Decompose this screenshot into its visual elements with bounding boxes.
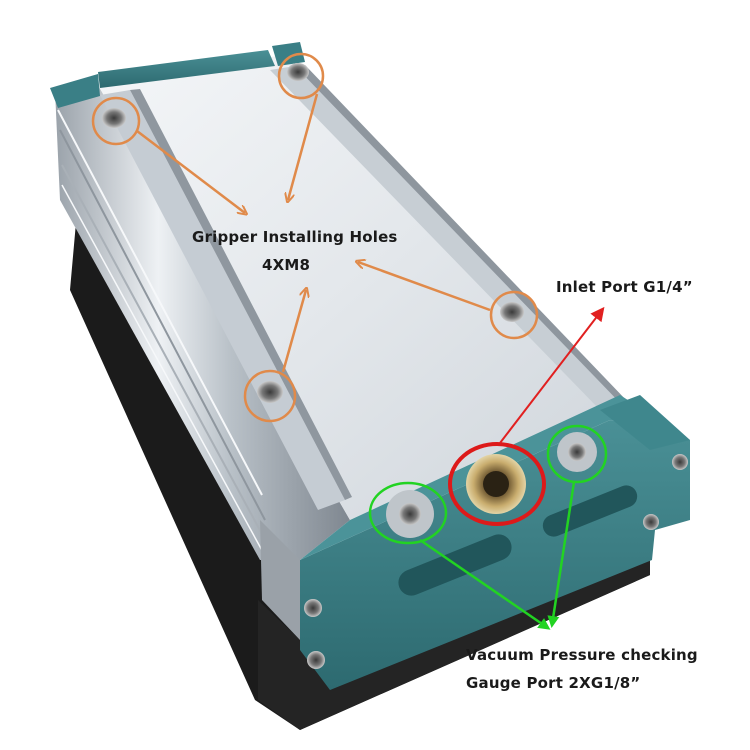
gauge-port-size-label: Gauge Port 2XG1/8” [466,674,641,692]
ports [386,432,597,538]
gripper-holes-label: Gripper Installing Holes [192,228,398,246]
gauge-port-label: Vacuum Pressure checking [466,646,698,664]
gripper-hole-arrows [136,93,491,373]
gripper-hole-highlight-circles [91,52,539,423]
gauge-port-highlight [368,424,608,630]
aluminum-side-profile [55,80,350,640]
inlet-port-highlight [448,306,605,526]
mounting-holes [102,63,524,403]
gripper-holes-size-label: 4XM8 [262,256,311,274]
inlet-port-label: Inlet Port G1/4” [556,278,693,296]
